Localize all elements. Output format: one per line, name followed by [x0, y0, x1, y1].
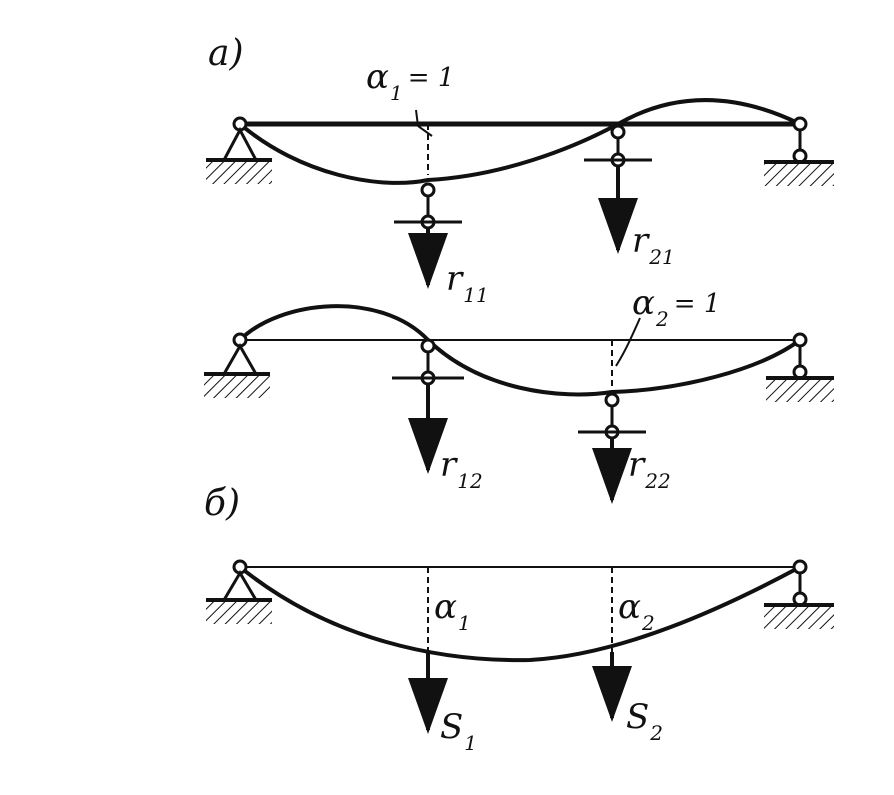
s2-label: S2: [626, 697, 663, 743]
alpha1-label: α1 = 1: [366, 57, 455, 103]
ground-hatch: [206, 160, 272, 184]
alpha1-pointer: [415, 109, 433, 137]
alpha2-equals: = 1: [673, 289, 721, 319]
r22-subscript: 22: [645, 469, 671, 493]
alpha2-label: α2 = 1: [632, 283, 721, 329]
beam3-alpha2-subscript: 2: [641, 611, 655, 635]
beam-2-deflection-curve: [238, 304, 802, 397]
beam-3-deflection-curve: [238, 565, 801, 663]
r12-subscript: 12: [457, 469, 483, 493]
beam3-alpha1-subscript: 1: [457, 611, 471, 635]
alpha1-equals: = 1: [407, 63, 455, 93]
r21-subscript: 21: [649, 245, 675, 269]
alpha1-subscript: 1: [389, 81, 403, 105]
beam-1-node-2: [584, 124, 652, 254]
beam3-alpha2-label: α2: [618, 587, 655, 633]
ground-hatch: [766, 378, 834, 402]
beam3-alpha2-symbol: α: [618, 587, 641, 627]
ground-hatch: [206, 600, 272, 624]
beam-2-node-1: [392, 338, 464, 474]
r12-label: r12: [440, 445, 483, 491]
r11-subscript: 11: [463, 283, 489, 307]
s2-subscript: 2: [650, 721, 664, 745]
s1-subscript: 1: [464, 731, 478, 755]
r11-symbol: r: [446, 259, 463, 299]
beam-2: [204, 304, 834, 504]
ground-hatch: [764, 605, 834, 629]
beam-1-left-pin-support: [206, 116, 272, 184]
s2-symbol: S: [626, 697, 650, 737]
beam-3-left-pin-support: [206, 559, 272, 624]
beam3-alpha1-symbol: α: [434, 587, 457, 627]
beam-2-left-pin-support: [204, 332, 270, 398]
alpha2-subscript: 2: [655, 307, 669, 331]
alpha1-symbol: α: [366, 57, 389, 97]
beam-1-deflection-curve: [238, 122, 619, 185]
r22-label: r22: [628, 445, 671, 491]
alpha2-pointer: [615, 317, 641, 367]
beam-3: [206, 559, 834, 734]
beam-2-right-roller-support: [766, 332, 834, 402]
beam-3-right-roller-support: [764, 559, 834, 629]
s1-label: S1: [440, 707, 477, 753]
alpha2-symbol: α: [632, 283, 655, 323]
beam-1: [206, 98, 834, 289]
beam-1-right-roller-support: [764, 116, 834, 186]
panel-a-label: a): [208, 33, 244, 74]
beam-1-node-1: [394, 124, 462, 289]
r12-symbol: r: [440, 445, 457, 485]
ground-hatch: [204, 374, 270, 398]
r21-symbol: r: [632, 221, 649, 261]
beam3-alpha1-label: α1: [434, 587, 471, 633]
r21-label: r21: [632, 221, 675, 267]
r22-symbol: r: [628, 445, 645, 485]
beam-1-deflection-curve-right: [617, 98, 801, 126]
panel-b-label: б): [204, 483, 241, 524]
r11-label: r11: [446, 259, 489, 305]
ground-hatch: [764, 162, 834, 186]
beam-2-node-2: [578, 340, 646, 504]
s1-symbol: S: [440, 707, 464, 747]
